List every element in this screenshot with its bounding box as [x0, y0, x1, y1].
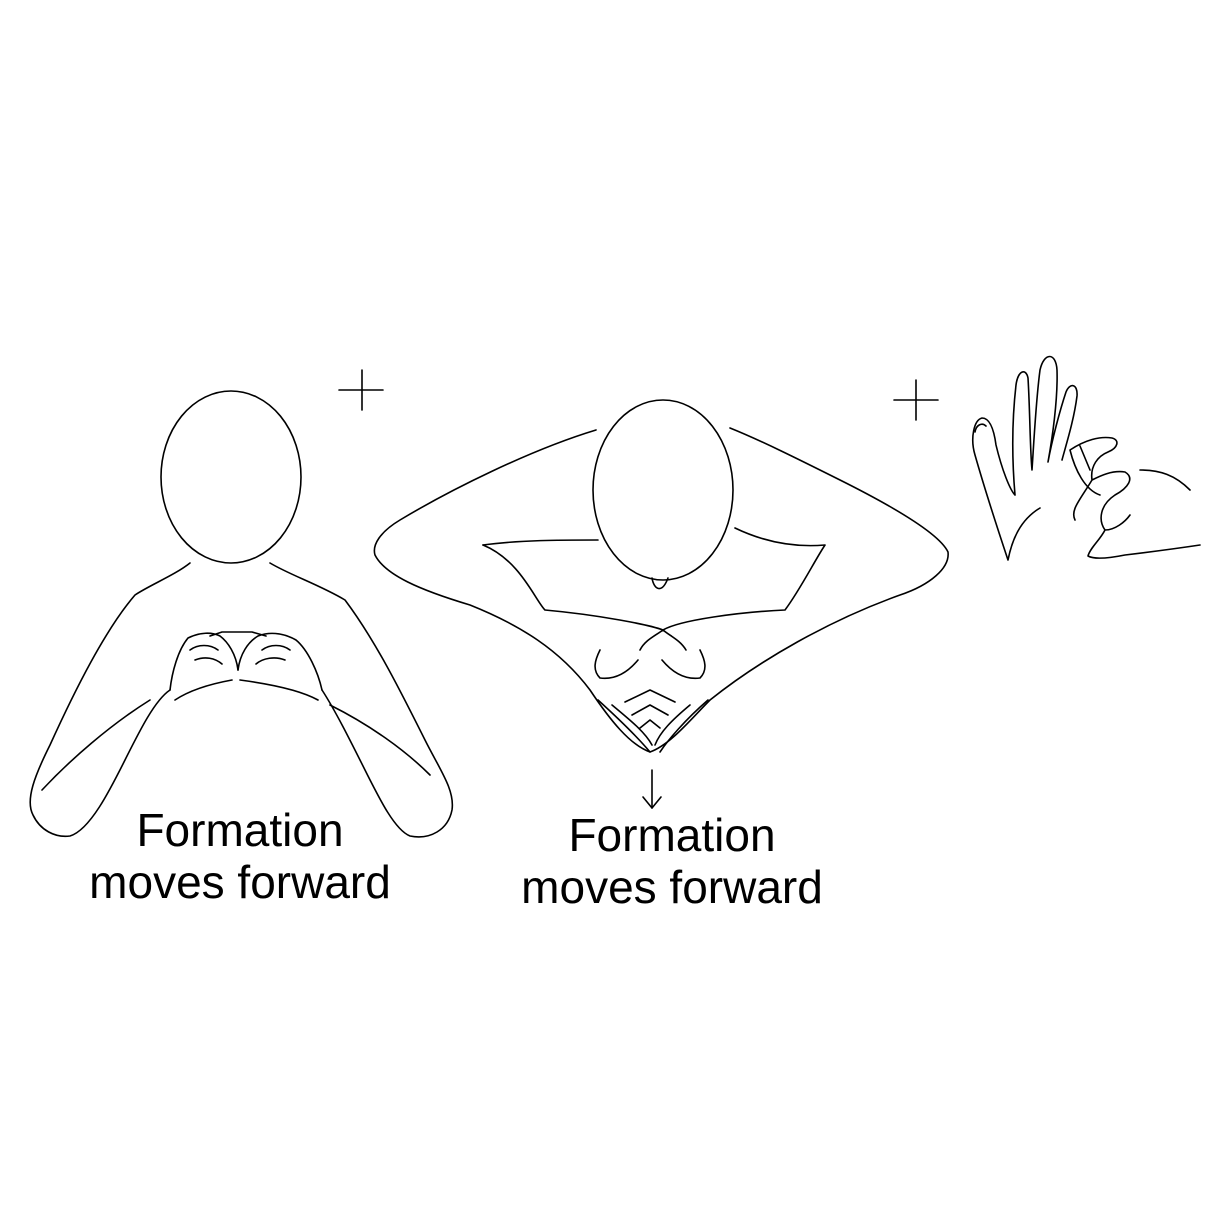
thumbnail	[974, 423, 987, 433]
caption-line-2: moves forward	[521, 861, 823, 913]
figure-top-view	[373, 399, 949, 753]
figure-front-view	[29, 390, 454, 838]
plus-sign-icon	[893, 379, 939, 421]
arms-outline	[373, 427, 949, 753]
caption-line-1: Formation	[568, 809, 776, 861]
hands-top	[594, 629, 709, 753]
head	[160, 390, 302, 564]
body-outline	[29, 562, 191, 838]
caption-line-2: moves forward	[89, 856, 391, 908]
tapping-hand	[1069, 436, 1201, 560]
plus-sign-icon	[338, 369, 384, 411]
head	[592, 399, 734, 581]
open-hand	[972, 355, 1078, 561]
caption-top-view: Formation moves forward	[472, 809, 872, 913]
caption-line-1: Formation	[136, 804, 344, 856]
caption-front-view: Formation moves forward	[40, 804, 440, 908]
chest-left	[482, 539, 599, 546]
fingertips	[209, 631, 267, 637]
down-arrow-icon	[642, 769, 662, 809]
right-forearm	[329, 704, 431, 776]
chest-outline	[482, 527, 826, 631]
left-hand	[169, 632, 239, 701]
nose	[651, 577, 669, 590]
left-forearm	[41, 699, 151, 791]
right-hand	[237, 632, 323, 701]
hand-closeup	[972, 355, 1201, 561]
body-outline-right	[269, 562, 454, 838]
